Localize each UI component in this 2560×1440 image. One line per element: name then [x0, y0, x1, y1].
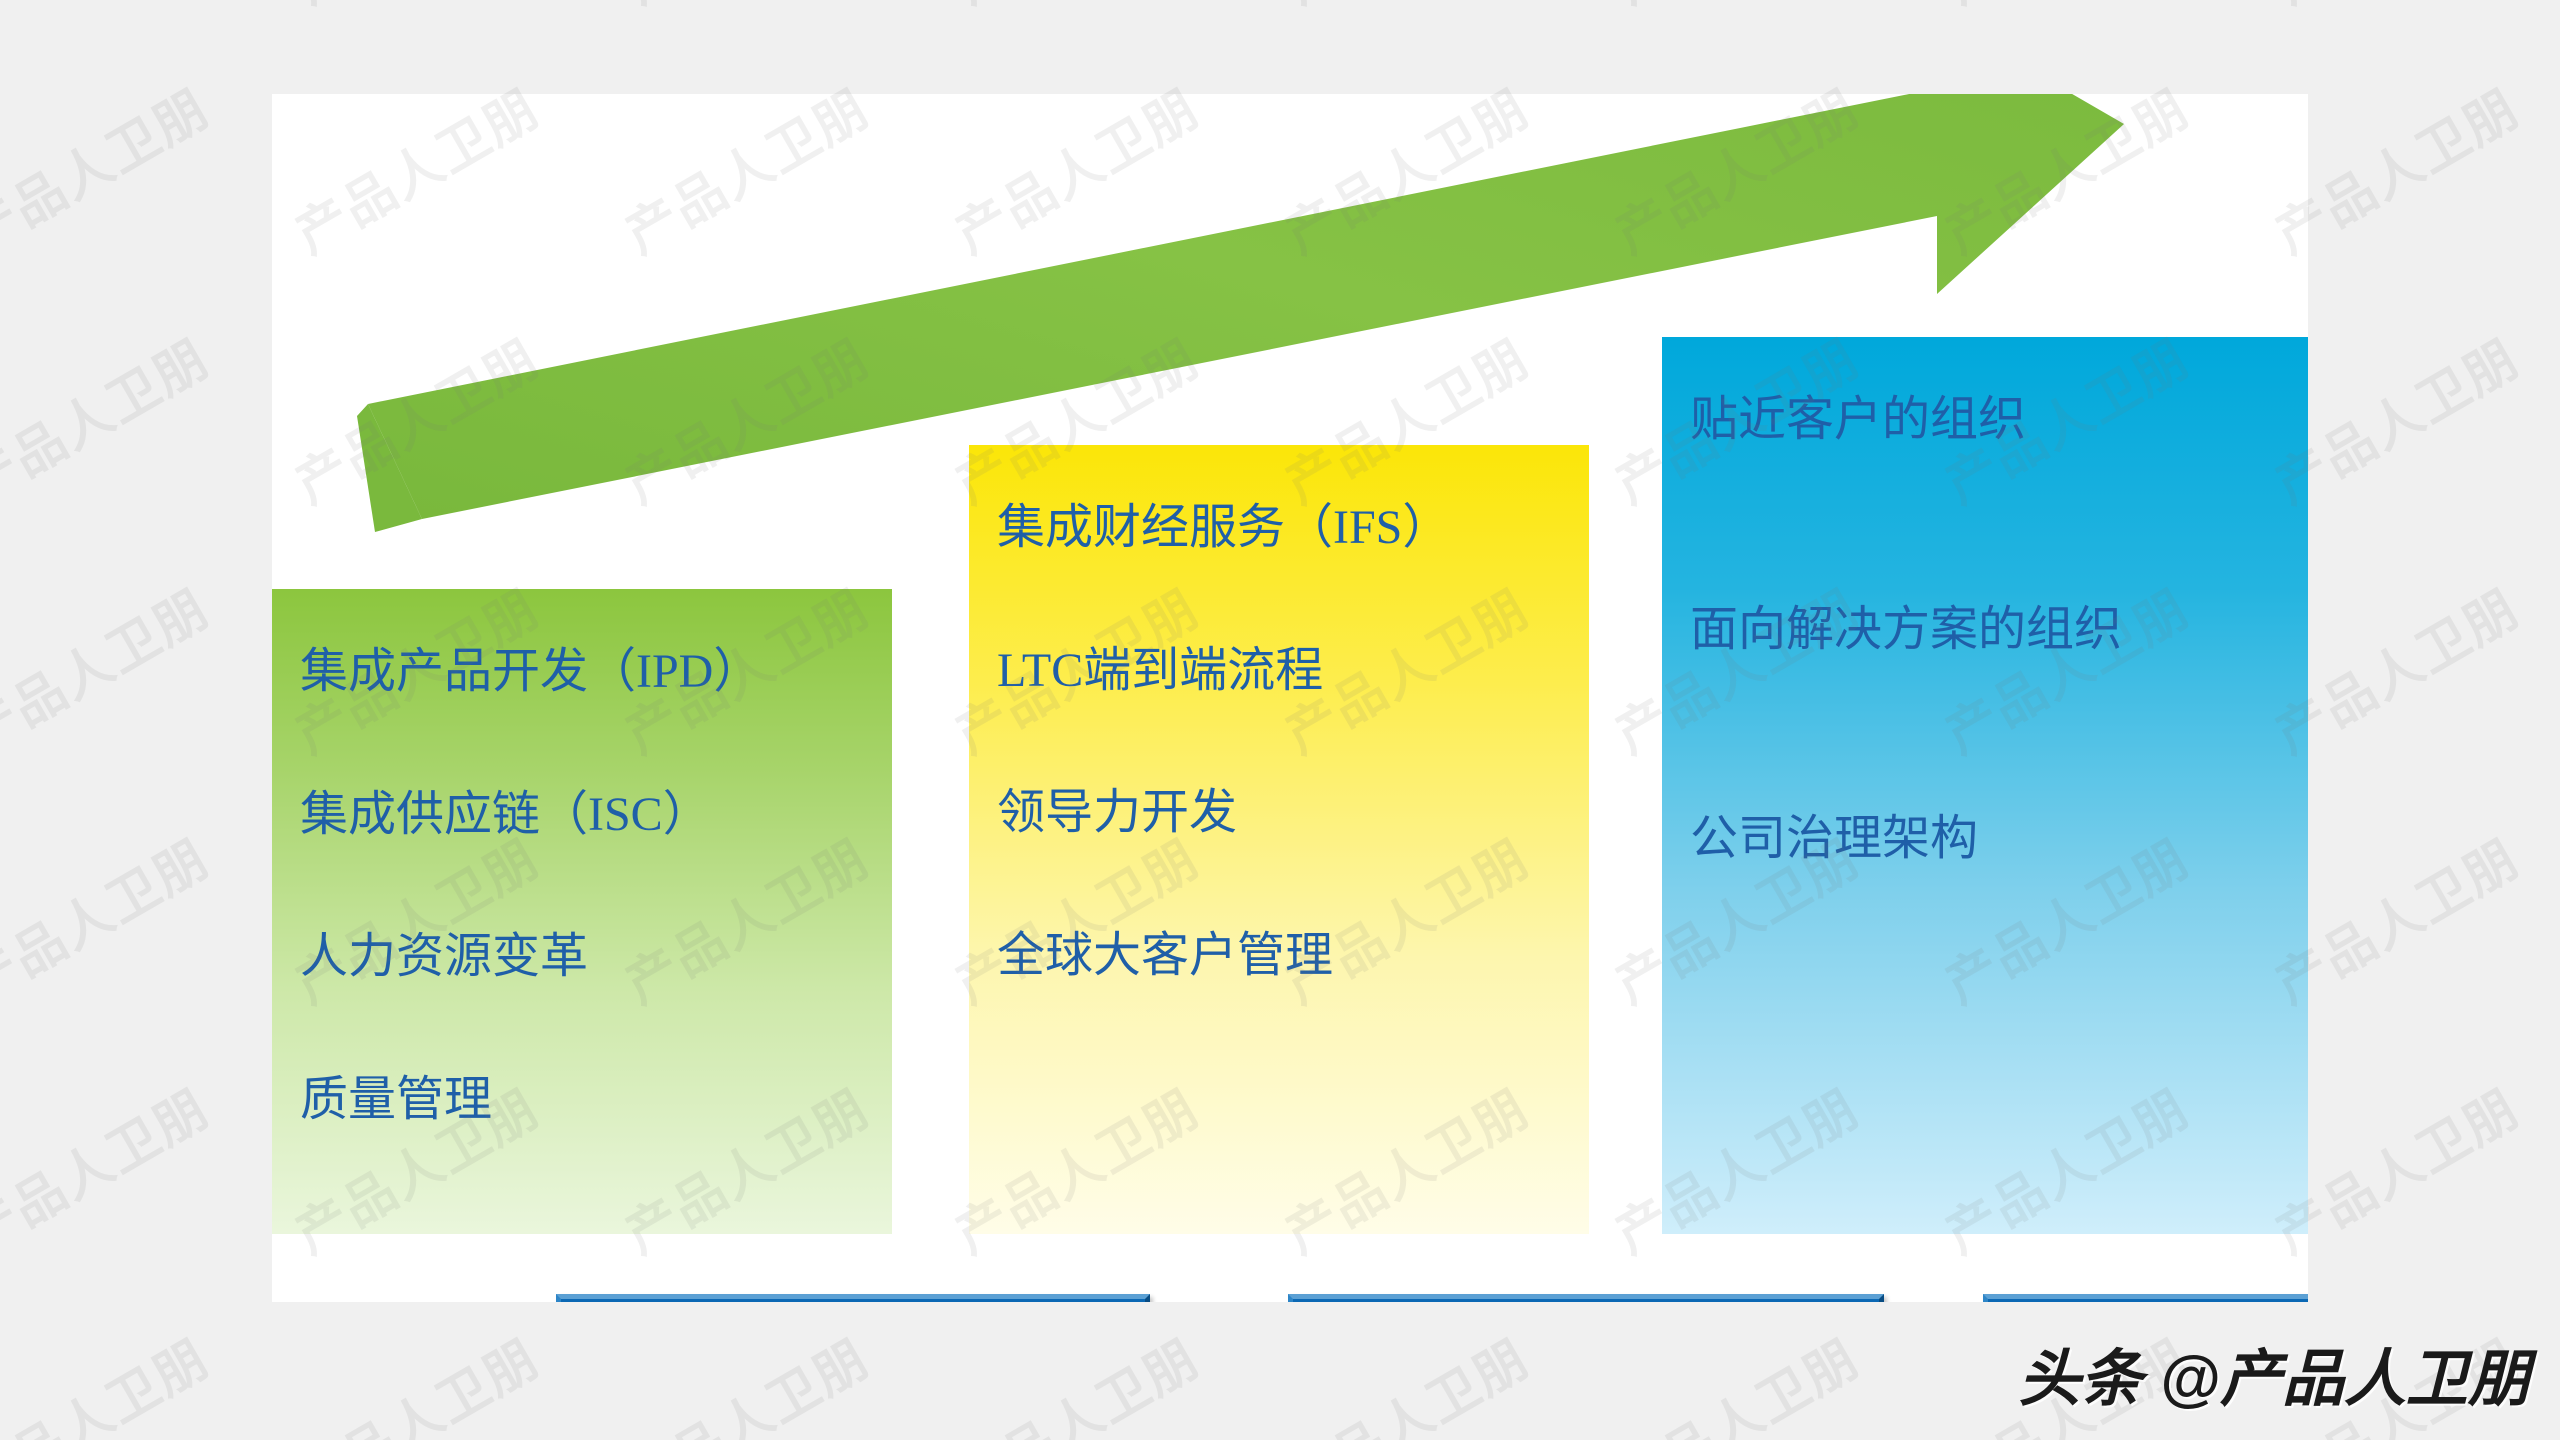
stage-2-item-4: 全球大客户管理 [997, 928, 1334, 982]
stage-1-item-1: 集成产品开发（IPD） [300, 645, 762, 698]
watermark-text: 产品人卫朋 [0, 1329, 220, 1440]
stage-3-item-2: 面向解决方案的组织 [1690, 602, 2123, 656]
stage-3-item-3: 公司治理架构 [1690, 812, 1979, 866]
watermark-text: 产品人卫朋 [279, 0, 550, 17]
stage-column-1: 集成产品开发（IPD） 集成供应链（ISC） 人力资源变革 质量管理 [272, 589, 892, 1234]
watermark-text: 产品人卫朋 [946, 1329, 1210, 1440]
watermark-text: 产品人卫朋 [286, 1329, 550, 1440]
stage-2-item-3: 领导力开发 [997, 786, 1238, 840]
watermark-text: 产品人卫朋 [1606, 1329, 1870, 1440]
stage-column-3: 贴近客户的组织 面向解决方案的组织 公司治理架构 [1662, 337, 2308, 1234]
watermark-text: 产品人卫朋 [0, 79, 220, 265]
stage-1-item-4: 质量管理 [300, 1072, 493, 1126]
brand-watermark: 头条 @产品人卫朋 [2018, 1345, 2530, 1414]
stage-2-item-2: LTC端到端流程 [997, 643, 1324, 697]
watermark-text: 产品人卫朋 [0, 579, 220, 765]
watermark-text: 产品人卫朋 [0, 829, 220, 1015]
watermark-text: 产品人卫朋 [1599, 0, 1870, 17]
stage-1-item-3: 人力资源变革 [300, 930, 589, 984]
stage-column-2: 集成财经服务（IFS） LTC端到端流程 领导力开发 全球大客户管理 [969, 445, 1589, 1234]
watermark-text: 产品人卫朋 [0, 1079, 220, 1265]
year-badge-1999: 自1999年 [556, 1294, 1150, 1302]
stage-2-item-1: 集成财经服务（IFS） [997, 501, 1451, 554]
year-badge-2010: 自2010年 [1983, 1294, 2308, 1302]
year-badge-2007: 自2007年 [1288, 1294, 1884, 1302]
watermark-text: 产品人卫朋 [616, 1329, 880, 1440]
stage-3-item-1: 贴近客户的组织 [1690, 393, 2027, 446]
watermark-text: 产品人卫朋 [1276, 1329, 1540, 1440]
watermark-text: 产品人卫朋 [939, 0, 1210, 17]
stage-1-item-2: 集成供应链（ISC） [300, 787, 711, 841]
watermark-text: 产品人卫朋 [2259, 0, 2530, 17]
watermark-text: 产品人卫朋 [1269, 0, 1540, 17]
watermark-text: 产品人卫朋 [609, 0, 880, 17]
slide-canvas: 集成产品开发（IPD） 集成供应链（ISC） 人力资源变革 质量管理 集成财经服… [272, 94, 2308, 1302]
watermark-text: 产品人卫朋 [0, 0, 221, 17]
watermark-text: 产品人卫朋 [1929, 0, 2200, 17]
watermark-text: 产品人卫朋 [0, 329, 220, 515]
